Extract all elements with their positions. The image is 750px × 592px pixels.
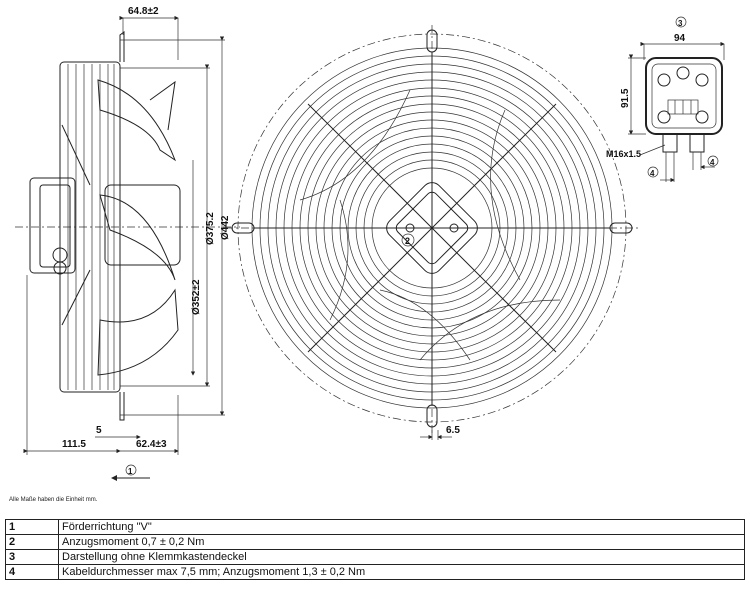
side-view: 64.8±2 Ø375.2 Ø442 Ø352±2 111.5 62.4±3 5…	[15, 6, 240, 481]
dim-flange: 5	[96, 425, 102, 436]
callout-4a: 4	[650, 169, 655, 178]
units-note: Alle Maße haben die Einheit mm.	[9, 497, 98, 503]
legend-text: Anzugsmoment 0,7 ± 0,2 Nm	[58, 534, 745, 550]
dim-side-depth: 64.8±2	[128, 6, 159, 17]
legend-text: Kabeldurchmesser max 7,5 mm; Anzugsmomen…	[58, 564, 745, 580]
dim-front-depth: 62.4±3	[136, 439, 167, 450]
legend-num: 1	[5, 519, 59, 535]
dim-box-height: 91.5	[620, 88, 631, 108]
dim-outer-diameter: Ø442	[220, 215, 231, 240]
legend-text: Darstellung ohne Klemmkastendeckel	[58, 549, 745, 565]
legend-num: 3	[5, 549, 59, 565]
dim-thread: M16x1.5	[606, 149, 641, 159]
front-view: 2 6.5	[225, 25, 640, 440]
legend-text: Förderrichtung "V"	[58, 519, 745, 535]
callout-1: 1	[128, 467, 133, 476]
dim-box-width: 94	[674, 33, 686, 44]
legend-num: 4	[5, 564, 59, 580]
callout-4b: 4	[710, 158, 715, 167]
dim-rear-depth: 111.5	[62, 439, 86, 450]
dim-guard-diameter: Ø375.2	[205, 212, 216, 245]
callout-3: 3	[678, 19, 683, 28]
dim-blade-diameter: Ø352±2	[191, 279, 202, 315]
callout-2: 2	[405, 236, 410, 246]
terminal-box-view: 3 94 91.5 M16x1.5 4 4	[606, 16, 725, 183]
dim-foot-width: 6.5	[446, 425, 460, 436]
technical-drawing: 64.8±2 Ø375.2 Ø442 Ø352±2 111.5 62.4±3 5…	[15, 6, 725, 481]
legend-num: 2	[5, 534, 59, 550]
